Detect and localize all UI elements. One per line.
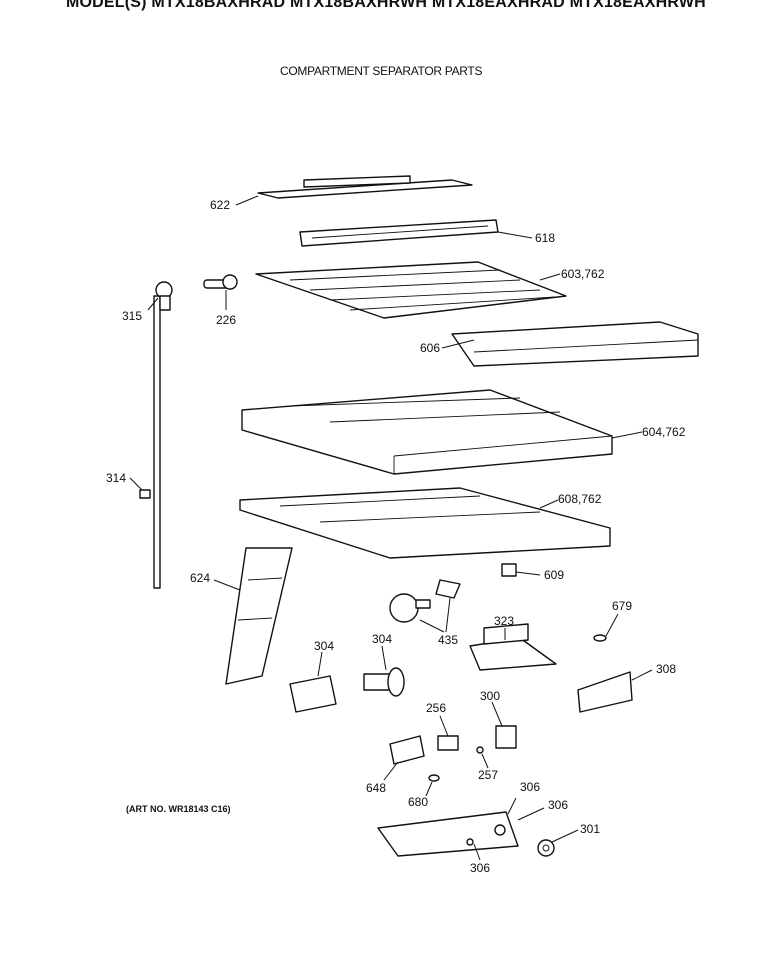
part-648-sensor[interactable] [389, 735, 425, 765]
part-257-screw[interactable] [476, 746, 484, 754]
label-304-b: 304 [372, 632, 392, 646]
label-306-b: 306 [548, 798, 568, 812]
part-301-knob[interactable] [537, 839, 555, 857]
label-618: 618 [535, 231, 555, 245]
part-323-bracket[interactable] [469, 623, 557, 671]
part-606-cover[interactable] [451, 321, 699, 367]
part-226-fastener[interactable] [203, 274, 238, 290]
label-315: 315 [122, 309, 142, 323]
label-622: 622 [210, 198, 230, 212]
label-300: 300 [480, 689, 500, 703]
part-256-switch[interactable] [437, 735, 459, 751]
label-603-762: 603,762 [561, 267, 605, 281]
label-323: 323 [494, 614, 514, 628]
part-608-separator[interactable] [239, 487, 611, 559]
label-306-c: 306 [470, 861, 490, 875]
model-list-header: MODEL(S) MTX18BAXHRAD MTX18BAXHRWH MTX18… [66, 0, 706, 11]
part-308-plate[interactable] [577, 671, 633, 713]
label-226: 226 [216, 313, 236, 327]
part-304-switch[interactable] [363, 667, 405, 697]
label-680: 680 [408, 795, 428, 809]
label-435: 435 [438, 633, 458, 647]
label-308: 308 [656, 662, 676, 676]
part-622-cover[interactable] [257, 175, 473, 199]
label-306-a: 306 [520, 780, 540, 794]
label-256: 256 [426, 701, 446, 715]
part-618-rail[interactable] [299, 219, 499, 247]
label-624: 624 [190, 571, 210, 585]
part-603-shelf[interactable] [255, 261, 567, 319]
label-301: 301 [580, 822, 600, 836]
part-314-315-rod[interactable] [139, 281, 173, 589]
label-609: 609 [544, 568, 564, 582]
label-648: 648 [366, 781, 386, 795]
part-604-separator[interactable] [241, 389, 613, 475]
part-306-housing[interactable] [377, 811, 519, 857]
diagram-title: COMPARTMENT SEPARATOR PARTS [280, 64, 483, 78]
part-680-screw[interactable] [428, 774, 440, 782]
label-679: 679 [612, 599, 632, 613]
label-606: 606 [420, 341, 440, 355]
part-679-screw[interactable] [593, 634, 607, 642]
art-number: (ART NO. WR18143 C16) [126, 804, 231, 814]
part-304-housing[interactable] [289, 675, 337, 713]
label-604-762: 604,762 [642, 425, 686, 439]
label-304-a: 304 [314, 639, 334, 653]
label-608-762: 608,762 [558, 492, 602, 506]
part-624-baffle[interactable] [225, 547, 293, 685]
part-609-clip[interactable] [501, 563, 517, 577]
label-314: 314 [106, 471, 126, 485]
part-435-bulb[interactable] [389, 579, 461, 623]
part-300-thermostat[interactable] [495, 725, 517, 749]
label-257: 257 [478, 768, 498, 782]
